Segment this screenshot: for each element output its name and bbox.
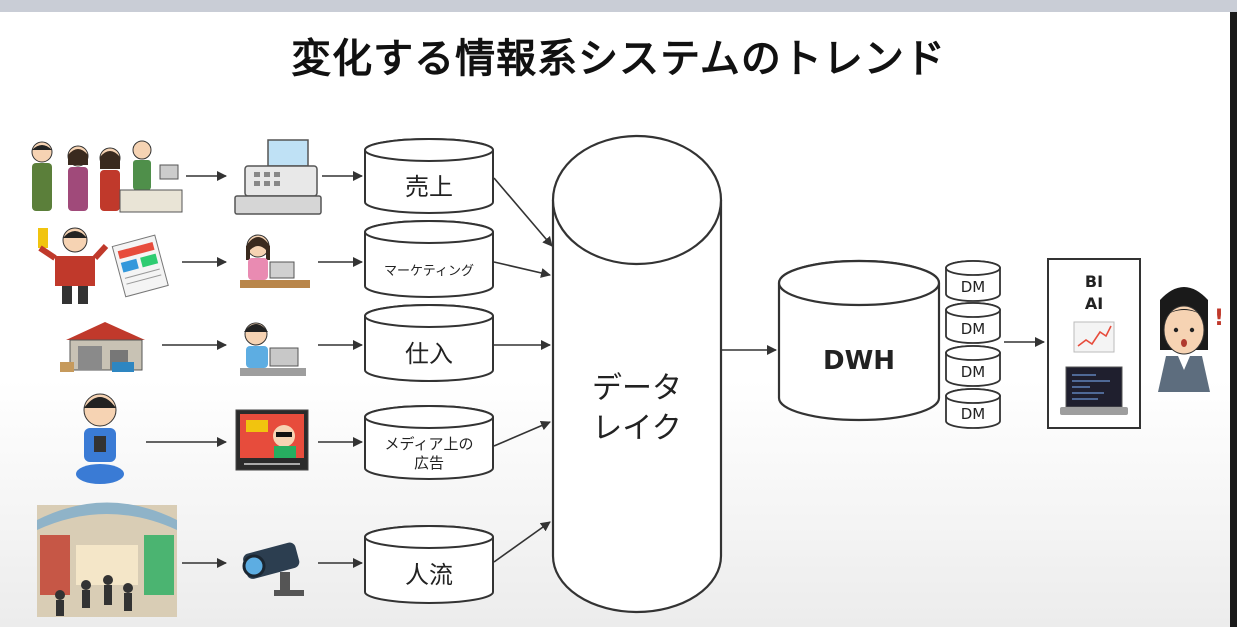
cylinder-purchasing: 仕入 [364, 304, 494, 382]
video-ad-icon [235, 409, 309, 471]
cylinder-media-ads: メディア上の 広告 [364, 405, 494, 480]
data-lake-label-line1: データ [592, 371, 682, 406]
cylinder-media-ads-label-line1: メディア上の [385, 435, 474, 453]
cylinder-sales: 売上 [364, 138, 494, 214]
data-mart-3-label: DM [961, 363, 986, 381]
cylinder-people-flow-label: 人流 [405, 561, 453, 589]
dwh-cylinder: DWH [777, 259, 941, 422]
data-mart-1: DM [945, 260, 1001, 302]
bi-label: BI [1085, 272, 1103, 291]
cylinder-marketing-label: マーケティング [384, 264, 474, 279]
cylinder-purchasing-label: 仕入 [405, 340, 453, 368]
warehouse-icon [60, 322, 145, 372]
shopping-arcade-icon [37, 502, 177, 617]
data-lake-label-line2: レイク [592, 411, 681, 446]
data-lake-cylinder: データ レイク [551, 134, 723, 614]
line-chart-icon [1073, 321, 1115, 353]
data-mart-2-label: DM [961, 320, 986, 338]
window-right-edge [1230, 12, 1237, 627]
cylinder-people-flow: 人流 [364, 525, 494, 604]
laptop-woman-icon [240, 234, 310, 288]
cash-register-icon [234, 139, 322, 215]
data-mart-4-label: DM [961, 405, 986, 423]
cylinder-sales-label: 売上 [405, 173, 453, 201]
flyer-man-icon [38, 227, 169, 304]
bi-ai-panel: BI AI [1047, 258, 1141, 429]
data-mart-1-label: DM [961, 278, 986, 296]
slide-title: 変化する情報系システムのトレンド [291, 36, 946, 82]
security-camera-icon [242, 542, 304, 596]
laptop-man-icon [240, 322, 306, 376]
smartphone-user-icon [76, 393, 124, 484]
cylinder-marketing: マーケティング [364, 220, 494, 298]
data-mart-4: DM [945, 388, 1001, 429]
cashier-queue-icon [30, 140, 183, 213]
data-mart-2: DM [945, 302, 1001, 344]
businesswoman-surprised-icon: ! [1158, 287, 1224, 392]
dwh-label: DWH [823, 346, 895, 376]
data-mart-3: DM [945, 345, 1001, 387]
exclamation-icon: ! [1214, 306, 1224, 331]
ai-label: AI [1085, 294, 1103, 313]
cylinder-media-ads-label-line2: 広告 [414, 454, 444, 472]
window-top-bar [0, 0, 1237, 12]
laptop-dashboard-icon [1060, 366, 1128, 415]
